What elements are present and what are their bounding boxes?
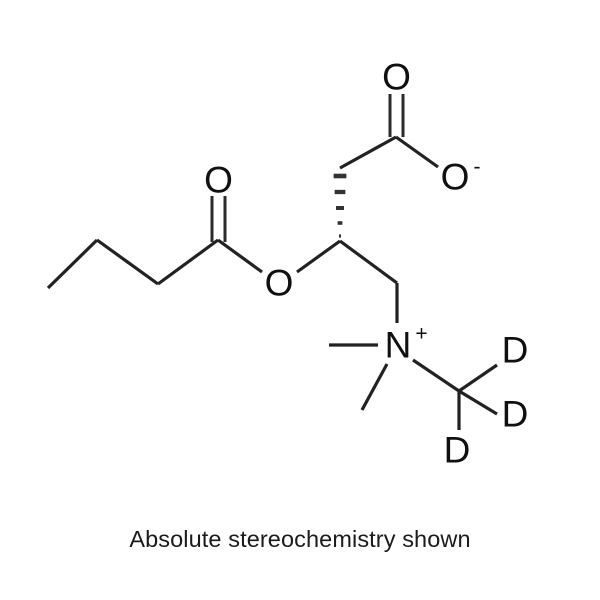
hashed-wedge-bond	[333, 173, 347, 238]
ester-carbonyl-oxygen-label: O	[204, 160, 233, 201]
bond-cd3-to-deuterium-top	[458, 363, 498, 393]
carboxylate-negative-charge-label: -	[474, 156, 481, 179]
bond-c4-c3	[46, 238, 99, 290]
bond-c2-c1-ester-carbonyl	[157, 238, 219, 286]
nitrogen-positive-charge-label: +	[415, 323, 427, 346]
ester-oxygen-label: O	[265, 263, 294, 304]
bond-nitrogen-methyl-lower-left	[360, 363, 389, 411]
nitrogen-label: N	[385, 325, 412, 366]
bond-cd3-to-deuterium-middle	[458, 389, 498, 416]
deuterium-top-label: D	[502, 330, 529, 371]
carboxylate-carbonyl-oxygen-label: O	[382, 57, 411, 98]
stereochemistry-caption: Absolute stereochemistry shown	[129, 526, 471, 552]
bond-carboxylate-to-oxyanion	[395, 135, 439, 169]
bond-c3-c2	[96, 238, 159, 286]
bond-nitrogen-to-cd3-carbon	[412, 358, 460, 393]
bond-stereocenter-to-ch2	[339, 239, 398, 285]
bond-ester-oxygen-to-stereocenter	[296, 239, 341, 274]
deuterium-middle-label: D	[502, 394, 529, 435]
bond-ch2-to-carboxylate-carbon	[339, 135, 397, 170]
bond-carbonyl-to-ester-oxygen	[217, 238, 263, 274]
deuterium-bottom-label: D	[444, 430, 471, 471]
carboxylate-oxyanion-label: O	[441, 157, 470, 198]
